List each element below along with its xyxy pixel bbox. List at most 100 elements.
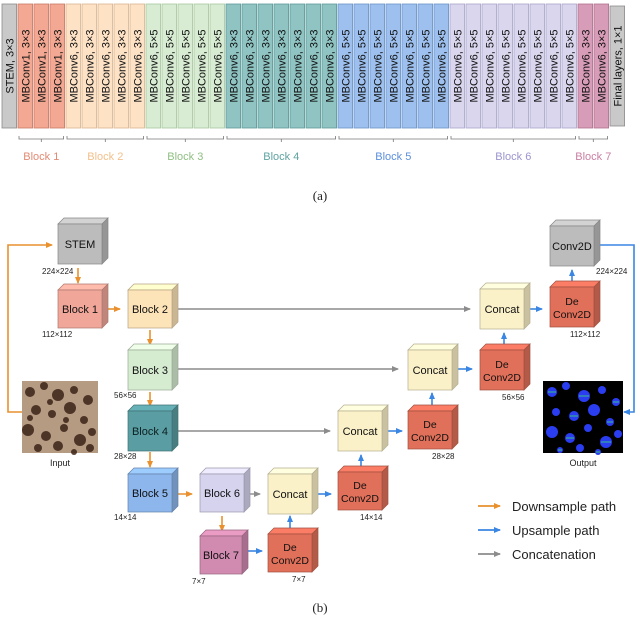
node-block7: Block 77×7	[192, 529, 249, 586]
node-block5: Block 5 14×14	[114, 467, 179, 522]
strip-layer: MBConv1, 3×3	[33, 3, 50, 129]
strip-group-label: Block 5	[375, 151, 411, 163]
strip-layer: MBConv6, 3×3	[225, 3, 242, 129]
strip-layer-label: MBConv6, 5×5	[532, 29, 544, 102]
strip-layer-label: MBConv6, 5×5	[180, 29, 192, 102]
node-label: Conv2D	[271, 555, 309, 567]
connection-arrows	[7, 242, 635, 554]
strip-layer: MBConv6, 5×5	[193, 3, 210, 129]
strip-layer: MBConv6, 5×5	[337, 3, 354, 129]
strip-layer-label: MBConv6, 3×3	[276, 29, 288, 102]
node-size-label: 14×14	[114, 513, 137, 522]
strip-layer-label: MBConv1, 3×3	[20, 29, 32, 102]
node-label: Concat	[273, 489, 308, 501]
node-label: Block 7	[203, 550, 239, 562]
strip-layer: MBConv1, 3×3	[49, 3, 66, 129]
strip-layer: MBConv6, 5×5	[145, 3, 162, 129]
node-label: Block 5	[132, 488, 168, 500]
strip-group-6: Block 6	[450, 136, 576, 163]
strip-layer: MBConv6, 3×3	[97, 3, 114, 129]
node-label: Block 3	[132, 365, 168, 377]
strip-group-label: Block 7	[575, 151, 611, 163]
node-size-label: 112×112	[42, 330, 73, 339]
strip-layer-label: MBConv6, 5×5	[372, 29, 384, 102]
node-block4: Block 428×28	[114, 404, 179, 461]
strip-final-label: Final layers, 1×1	[612, 25, 624, 106]
node-label: Block 4	[132, 426, 168, 438]
strip-layer-label: MBConv6, 3×3	[132, 29, 144, 102]
node-label: Block 1	[62, 304, 98, 316]
strip-layer-label: MBConv6, 5×5	[452, 29, 464, 102]
svg-text:Upsample path: Upsample path	[512, 523, 599, 538]
conv2d-to-output-arrow	[598, 244, 635, 415]
strip-layer: MBConv6, 5×5	[433, 3, 450, 129]
node-label: STEM	[65, 239, 96, 251]
strip-group-5: Block 5	[338, 136, 448, 163]
strip-layer-label: MBConv6, 5×5	[500, 29, 512, 102]
strip-group-label: Block 3	[167, 151, 203, 163]
strip-layer-label: MBConv6, 5×5	[388, 29, 400, 102]
strip-stem-label: STEM, 3×3	[4, 38, 16, 93]
block-group-brackets: Block 1 Block 2 Block 3 Block 4 Block 5 Block…	[18, 136, 611, 163]
legend-downsample: Downsample path	[478, 499, 616, 514]
strip-group-label: Block 4	[263, 151, 299, 163]
strip-group-label: Block 1	[23, 151, 59, 163]
strip-layer: MBConv6, 5×5	[161, 3, 178, 129]
caption-b: (b)	[312, 600, 327, 615]
node-stem: STEM 224×224	[42, 217, 109, 276]
strip-layer: MBConv6, 5×5	[513, 3, 530, 129]
strip-layer: MBConv6, 5×5	[177, 3, 194, 129]
strip-layer-label: MBConv6, 3×3	[100, 29, 112, 102]
strip-layer-label: MBConv6, 5×5	[564, 29, 576, 102]
output-label: Output	[569, 458, 597, 468]
strip-layer-label: MBConv6, 3×3	[260, 29, 272, 102]
strip-layer-label: MBConv6, 5×5	[484, 29, 496, 102]
legend-concatenation: Concatenation	[478, 547, 596, 562]
strip-layer-label: MBConv6, 3×3	[308, 29, 320, 102]
strip-group-label: Block 6	[495, 151, 531, 163]
node-size-label: 7×7	[292, 575, 306, 584]
node-size-label: 224×224	[42, 267, 74, 276]
strip-group-3: Block 3	[146, 136, 224, 163]
strip-layer: MBConv6, 5×5	[417, 3, 434, 129]
strip-layer: MBConv6, 5×5	[369, 3, 386, 129]
output-image: Output	[543, 381, 623, 468]
strip-group-label: Block 2	[87, 151, 123, 163]
strip-layer: MBConv1, 3×3	[17, 3, 34, 129]
node-label: Conv2D	[553, 309, 591, 321]
strip-layer: MBConv6, 3×3	[241, 3, 258, 129]
strip-layer-label: MBConv6, 5×5	[436, 29, 448, 102]
strip-layer: MBConv6, 3×3	[113, 3, 130, 129]
node-label: Conv2D	[411, 432, 449, 444]
strip-layer: MBConv6, 3×3	[129, 3, 146, 129]
strip-layer-label: MBConv6, 3×3	[244, 29, 256, 102]
strip-layer: MBConv6, 3×3	[321, 3, 338, 129]
strip-layer-label: MBConv6, 3×3	[84, 29, 96, 102]
node-size-label: 14×14	[360, 513, 383, 522]
strip-layer: MBConv6, 5×5	[465, 3, 482, 129]
svg-text:Downsample path: Downsample path	[512, 499, 616, 514]
strip-layer: MBConv6, 5×5	[497, 3, 514, 129]
node-label: Conv2D	[552, 241, 592, 253]
strip-layer-label: MBConv6, 3×3	[324, 29, 336, 102]
node-label: Block 2	[132, 304, 168, 316]
legend-upsample: Upsample path	[478, 523, 599, 538]
strip-layer-label: MBConv6, 3×3	[68, 29, 80, 102]
strip-layer-label: MBConv6, 5×5	[148, 29, 160, 102]
strip-layer: MBConv6, 3×3	[257, 3, 274, 129]
input-image: Input	[22, 381, 98, 468]
strip-layer: MBConv6, 5×5	[385, 3, 402, 129]
strip-group-4: Block 4	[226, 136, 336, 163]
strip-layer: MBConv6, 3×3	[593, 3, 610, 129]
strip-layer: MBConv6, 3×3	[273, 3, 290, 129]
node-block6: Block 6	[199, 467, 251, 513]
node-label: De	[495, 359, 509, 371]
strip-layer: MBConv6, 5×5	[545, 3, 562, 129]
strip-stem: STEM, 3×3	[1, 3, 18, 129]
